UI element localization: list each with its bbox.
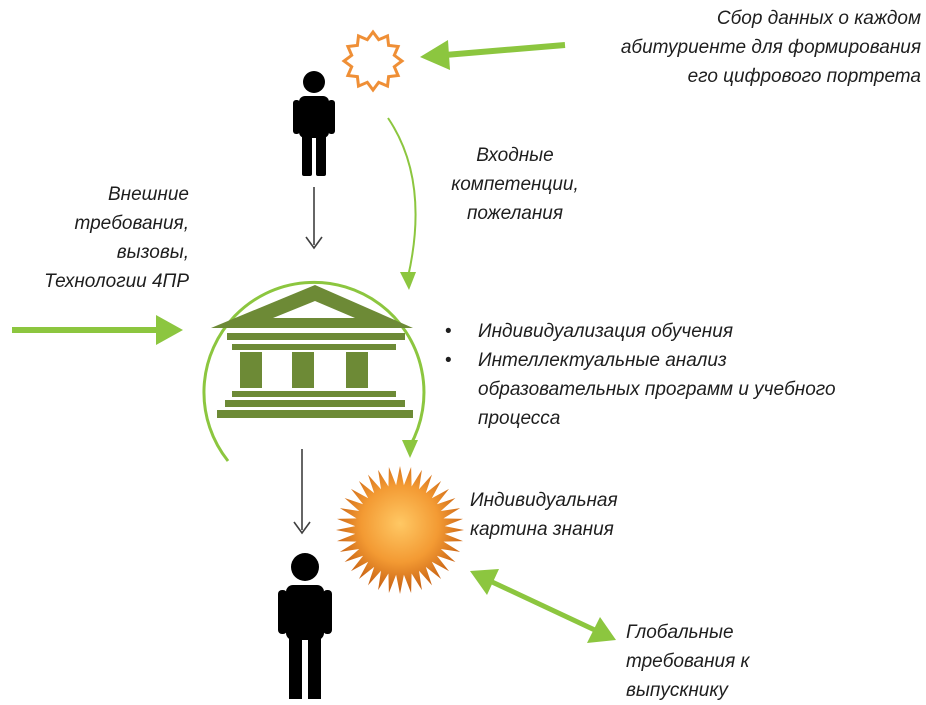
orange-sunburst-icon: [336, 466, 464, 594]
individual-knowledge-label: Индивидуальная картина знания: [470, 490, 618, 540]
bullet-marker: •: [445, 321, 452, 342]
global-requirements-arrow: [470, 569, 616, 643]
person-icon-bottom: [278, 553, 332, 699]
input-competencies-arrow: [387, 117, 417, 290]
institution-arc-arrowhead: [402, 440, 418, 458]
bullet-item: • Индивидуализация обучения: [445, 317, 836, 346]
person-icon-top: [293, 71, 335, 176]
process-bullets: • Индивидуализация обучения • Интеллекту…: [445, 317, 836, 433]
input-competencies-label: Входные компетенции, пожелания: [451, 145, 579, 224]
arrow-institution-to-graduate: [293, 449, 311, 535]
outline-star-icon: [341, 29, 405, 93]
external-requirements-label: Внешние требования, вызовы, Технологии 4…: [44, 184, 189, 292]
external-requirements-arrow: [12, 315, 183, 345]
data-collection-arrow: [420, 40, 566, 70]
global-requirements-label: Глобальные требования к выпускнику: [626, 622, 750, 701]
bullet-marker: •: [445, 350, 452, 371]
institution-arc: [202, 280, 426, 462]
data-collection-label: Сбор данных о каждом абитуриенте для фор…: [620, 8, 921, 87]
bullet-item: • Интеллектуальные анализ образовательны…: [445, 346, 836, 433]
university-building-icon: [211, 285, 413, 418]
arrow-person-to-institution: [305, 187, 323, 250]
